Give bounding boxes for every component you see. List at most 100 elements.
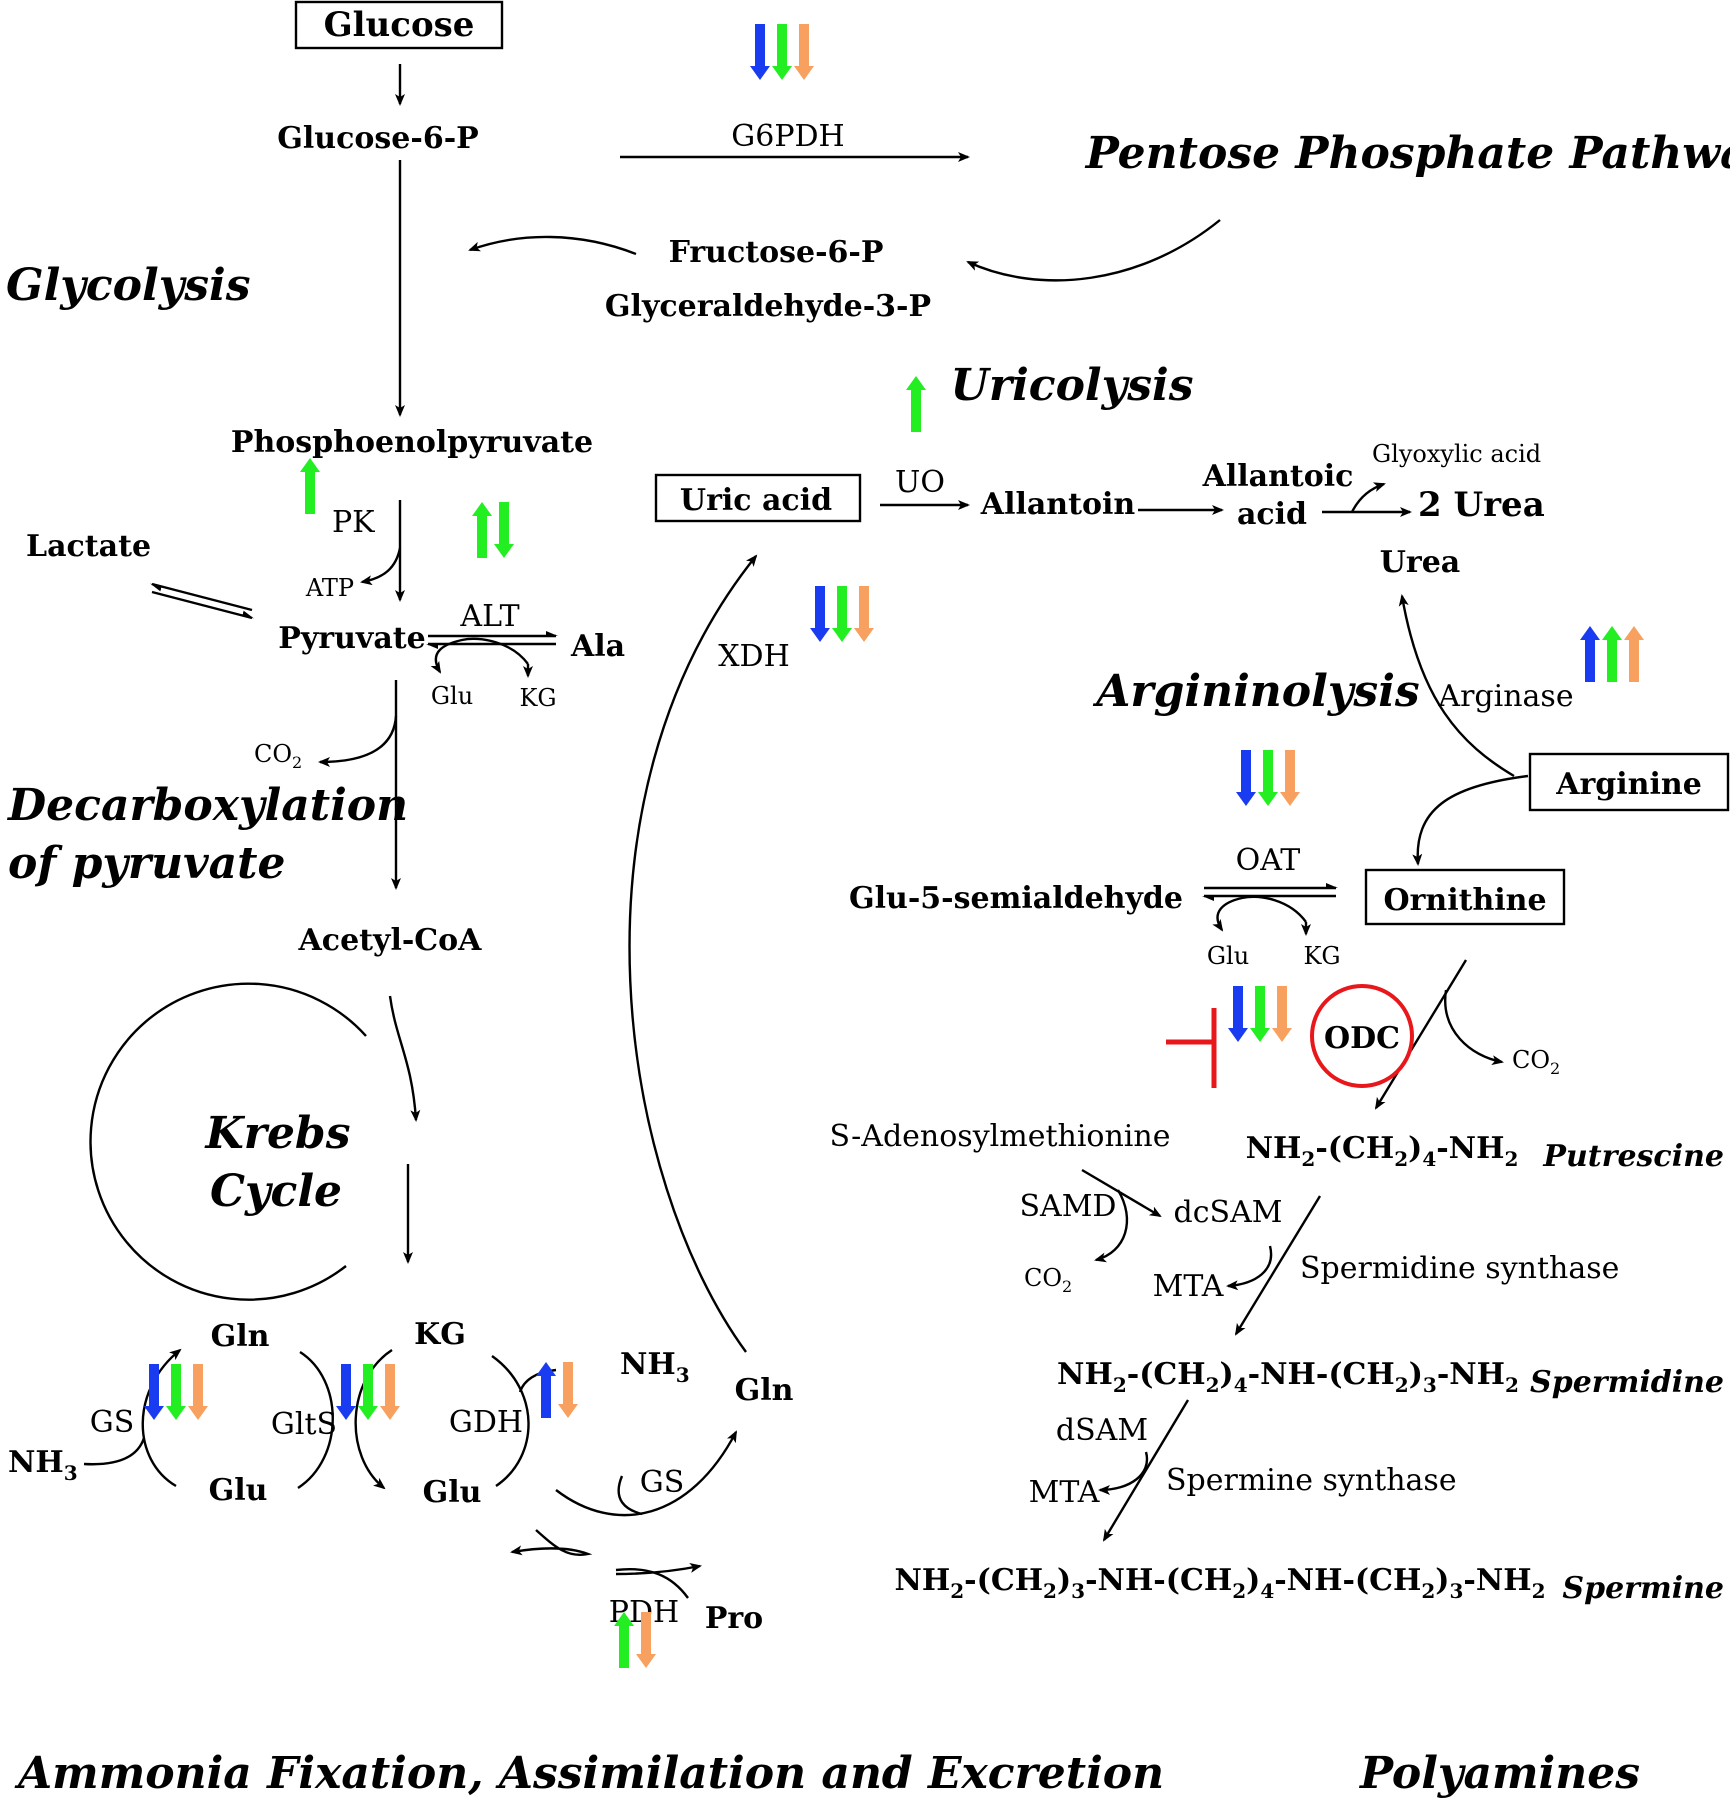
phosphoenolpyruvate-label: Phosphoenolpyruvate: [231, 425, 593, 460]
s-adenosylmethionine-label: S-Adenosylmethionine: [830, 1119, 1171, 1154]
gs-down-blue-arrow: [144, 1364, 164, 1420]
ornithine-box: [1364, 868, 1566, 926]
pyruvate-co2-branch-arrow: [318, 715, 398, 767]
atp-side-arrow: [360, 547, 402, 586]
decarboxylation-title-line1: Decarboxylation: [6, 780, 408, 831]
krebs-cycle-circle: [89, 982, 367, 1301]
odc-down-orange-arrow: [1272, 986, 1292, 1042]
g6pdh-regulation-arrows: [750, 24, 814, 80]
pk-up-green-arrow: [300, 458, 320, 514]
alt-enzyme-label: ALT: [459, 599, 519, 634]
arginase-enzyme-label: Arginase: [1437, 679, 1573, 714]
spermine-mta-branch-arrow: [1098, 1451, 1149, 1495]
alt-glu-kg-curve: [430, 637, 529, 674]
oat-kg-label: KG: [1303, 942, 1340, 970]
arginase-up-blue-arrow: [1580, 626, 1600, 682]
gdh-enzyme-label: GDH: [449, 1405, 523, 1440]
odc-down-green-arrow: [1250, 986, 1270, 1042]
decarboxylation-title-line2: of pyruvate: [8, 838, 286, 889]
gln-label-left: Gln: [211, 1319, 270, 1354]
polyamines-title: Polyamines: [1358, 1748, 1640, 1799]
uricolysis-title: Uricolysis: [951, 360, 1194, 411]
mta-label-1: MTA: [1153, 1269, 1224, 1304]
dcsam-label: dcSAM: [1174, 1195, 1283, 1230]
glucose-box: [294, 0, 504, 50]
ornithine-label: Ornithine: [1383, 883, 1546, 918]
pdh-right-arrow: [615, 1563, 702, 1576]
lactate-to-pyruvate-arrow: [151, 590, 254, 620]
glts-left-arc: [297, 1350, 334, 1490]
ala-label: Ala: [570, 629, 625, 664]
f6p-to-glycolysis-arrow: [468, 235, 637, 256]
pk-regulation-arrows: [300, 458, 320, 514]
glts-regulation-arrows: [336, 1364, 400, 1420]
krebs-cycle-title-line2: Cycle: [210, 1166, 342, 1217]
glts-right-arc: [354, 1348, 393, 1490]
odc-down-blue-arrow: [1228, 986, 1248, 1042]
allantoic-acid-label-line1: Allantoic: [1202, 459, 1354, 494]
atp-label: ATP: [305, 574, 354, 602]
samd-co2-label: CO2: [1024, 1264, 1072, 1296]
odc-co2-label: CO2: [1512, 1046, 1560, 1078]
oat-down-orange-arrow: [1280, 750, 1300, 806]
ornithine-to-putrescine-arrow: [1374, 959, 1468, 1110]
xdh-down-orange-arrow: [854, 586, 874, 642]
pdh-up-green-arrow: [614, 1612, 634, 1668]
spermidine-name: Spermidine: [1530, 1365, 1724, 1400]
glts-down-green-arrow: [358, 1364, 378, 1420]
nh3-label-right: NH3: [620, 1347, 690, 1387]
glts-down-orange-arrow: [380, 1364, 400, 1420]
glyoxylic-branch-arrow: [1350, 482, 1386, 513]
pdh-regulation-arrows: [614, 1612, 656, 1668]
glts-down-blue-arrow: [336, 1364, 356, 1420]
glu-label-center: Glu: [423, 1475, 482, 1510]
two-urea-label: 2 Urea: [1418, 485, 1545, 525]
krebs-entry-arrow: [388, 995, 421, 1122]
spermidine-mta-branch-arrow: [1226, 1245, 1273, 1291]
xdh-enzyme-label: XDH: [718, 639, 790, 674]
fructose-6-p-label: Fructose-6-P: [669, 235, 884, 270]
pro-line: [615, 1568, 689, 1599]
alt-glu-label: Glu: [431, 682, 473, 710]
pyruvate-co2-label: CO2: [254, 740, 302, 772]
xdh-regulation-arrows: [810, 586, 874, 642]
gs-enzyme-label-left: GS: [90, 1405, 135, 1440]
uric-acid-box: [654, 473, 862, 523]
arginine-to-urea-arrow: [1398, 594, 1515, 778]
putrescine-formula: NH2-(CH2)4-NH2: [1246, 1131, 1519, 1171]
odc-enzyme-label: ODC: [1324, 1021, 1400, 1056]
gs-cycle-arrow: [141, 1348, 182, 1488]
pentose-phosphate-pathway-title: Pentose Phosphate Pathway: [1084, 128, 1730, 179]
glycolysis-title: Glycolysis: [6, 260, 251, 311]
gs-regulation-arrows: [144, 1364, 208, 1420]
lactate-label: Lactate: [26, 529, 151, 564]
xdh-down-green-arrow: [832, 586, 852, 642]
spermine-formula: NH2-(CH2)3-NH-(CH2)4-NH-(CH2)3-NH2: [894, 1563, 1545, 1603]
arginine-box: [1528, 752, 1730, 812]
uo-up-green-arrow: [906, 376, 926, 432]
oat-glu-label: Glu: [1207, 942, 1249, 970]
uric-acid-label: Uric acid: [680, 483, 832, 518]
glts-enzyme-label: GltS: [271, 1407, 337, 1442]
arginine-label: Arginine: [1555, 767, 1702, 802]
allantoic-acid-label-line2: acid: [1237, 497, 1307, 532]
glyoxylic-acid-label: Glyoxylic acid: [1372, 440, 1541, 468]
ammonia-fixation-title: Ammonia Fixation, Assimilation and Excre…: [14, 1748, 1164, 1799]
odc-highlight-circle: [1310, 984, 1414, 1088]
pdh-down-orange-arrow: [636, 1612, 656, 1668]
oat-down-green-arrow: [1258, 750, 1278, 806]
glucose-label: Glucose: [324, 5, 475, 45]
nh3-into-gs-line: [83, 1437, 146, 1466]
g6pdh-down-green-arrow: [772, 24, 792, 80]
gs-down-green-arrow: [166, 1364, 186, 1420]
oat-down-blue-arrow: [1236, 750, 1256, 806]
putrescine-name: Putrescine: [1542, 1139, 1724, 1174]
oat-enzyme-label: OAT: [1236, 843, 1301, 878]
alt-up-green-arrow: [472, 502, 492, 558]
arginase-regulation-arrows: [1580, 626, 1644, 682]
kg-label: KG: [414, 1317, 466, 1352]
gln-to-uric-acid-arrow: [628, 554, 758, 1353]
samd-co2-branch-arrow: [1094, 1189, 1129, 1263]
pk-enzyme-label: PK: [332, 505, 375, 540]
